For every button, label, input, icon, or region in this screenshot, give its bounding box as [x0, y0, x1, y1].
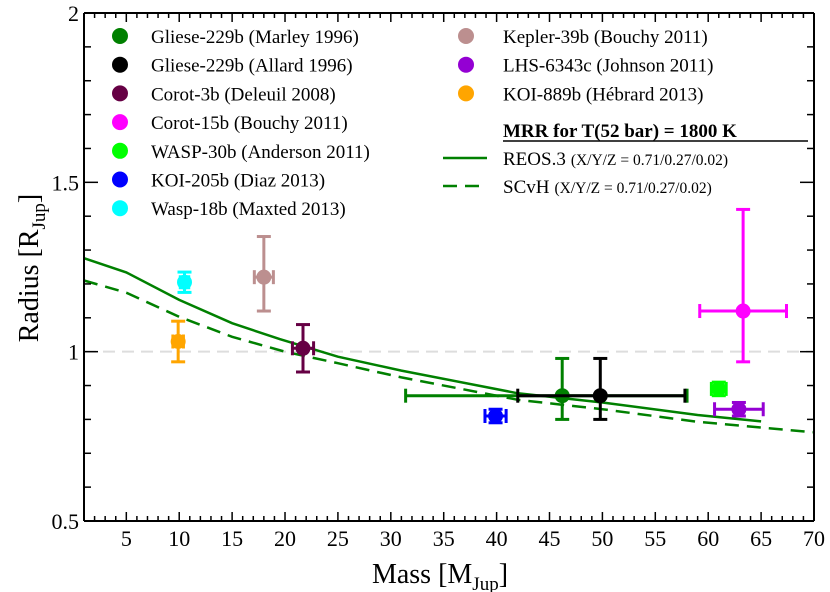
legend-marker: [112, 85, 128, 102]
x-tick-label: 40: [486, 526, 508, 551]
legend-marker: [112, 142, 128, 159]
data-point-3: [698, 207, 788, 364]
legend-marker: [112, 200, 128, 217]
point-marker: [170, 334, 186, 350]
y-axis-label: Radius [RJup]: [14, 194, 50, 343]
legend-marker: [458, 28, 474, 44]
x-tick-label: 50: [591, 526, 613, 551]
legend-marker: [458, 56, 474, 73]
x-tick-label: 30: [380, 526, 402, 551]
x-tick-label: 25: [327, 526, 349, 551]
data-point-7: [252, 235, 275, 313]
x-tick-label: 15: [221, 526, 243, 551]
legend-entry: Wasp-18b (Maxted 2013): [112, 199, 346, 220]
legend: Gliese-229b (Marley 1996) Gliese-229b (Al…: [112, 27, 808, 220]
x-axis-label: Mass [MJup]: [372, 559, 508, 592]
y-tick-label: 1.5: [52, 170, 80, 195]
legend-entry: Kepler-39b (Bouchy 2011): [458, 27, 708, 48]
x-tick-label: 45: [539, 526, 561, 551]
x-tick-label: 20: [274, 526, 296, 551]
legend-marker: [112, 28, 128, 44]
legend-series-name: REOS.3: [503, 149, 566, 170]
point-marker: [711, 381, 727, 397]
legend-label: Corot-3b (Deleuil 2008): [151, 84, 336, 105]
y-tick-label: 1: [68, 340, 79, 365]
legend-entry: KOI-889b (Hébrard 2013): [458, 84, 704, 105]
legend-marker: [112, 114, 128, 131]
x-tick-label: 5: [121, 526, 132, 551]
legend-label: LHS-6343c (Johnson 2011): [503, 56, 713, 77]
point-marker: [177, 274, 193, 290]
point-marker: [295, 340, 311, 356]
legend-label: Wasp-18b (Maxted 2013): [151, 199, 346, 220]
legend-series-name: SCvH: [503, 177, 550, 198]
legend-label: Kepler-39b (Bouchy 2011): [503, 27, 708, 48]
data-point-0: [404, 356, 689, 421]
data-point-2: [290, 323, 316, 374]
legend-marker: [112, 171, 128, 188]
legend-label: Corot-15b (Bouchy 2011): [151, 113, 348, 134]
axes: 5 10 15 20 25 30 35 40 45 50 55 60 65 70 0.5 1 1.5 2: [52, 1, 826, 551]
x-tick-label: 35: [433, 526, 455, 551]
point-marker: [488, 408, 504, 424]
point-marker: [256, 269, 272, 285]
legend-marker: [112, 56, 128, 73]
model-curves: [83, 257, 815, 434]
legend-label: Gliese-229b (Marley 1996): [151, 27, 359, 48]
data-points: [170, 207, 788, 425]
data-point-4: [709, 380, 728, 398]
x-tick-label: 10: [168, 526, 190, 551]
legend-entry: Corot-3b (Deleuil 2008): [112, 84, 336, 105]
legend-entry: LHS-6343c (Johnson 2011): [458, 56, 713, 77]
legend-label: SCvH(X/Y/Z = 0.71/0.27/0.02): [503, 177, 712, 198]
legend-entry: WASP-30b (Anderson 2011): [112, 142, 370, 163]
data-point-8: [713, 400, 765, 418]
legend-entry: REOS.3 (X/Y/Z = 0.71/0.27/0.02): [443, 149, 728, 170]
legend-entry: Corot-15b (Bouchy 2011): [112, 113, 348, 134]
legend-title: MRR for T(52 bar) = 1800 K: [503, 121, 737, 142]
legend-entry: Gliese-229b (Marley 1996): [112, 27, 359, 48]
legend-label: REOS.3 (X/Y/Z = 0.71/0.27/0.02): [503, 149, 728, 170]
legend-entry: KOI-205b (Diaz 2013): [112, 171, 325, 192]
legend-marker: [458, 85, 474, 102]
data-point-5: [483, 407, 508, 425]
x-tick-label: 55: [644, 526, 666, 551]
curve-reos-3: [83, 257, 762, 423]
point-marker: [735, 303, 751, 319]
point-marker: [592, 388, 608, 404]
point-marker: [731, 401, 747, 417]
curve-scvh: [83, 279, 815, 434]
legend-entry: SCvH(X/Y/Z = 0.71/0.27/0.02): [443, 177, 712, 198]
legend-label: Gliese-229b (Allard 1996): [151, 56, 353, 77]
legend-label: KOI-889b (Hébrard 2013): [503, 84, 704, 105]
legend-label: KOI-205b (Diaz 2013): [151, 171, 325, 192]
legend-series-composition: (X/Y/Z = 0.71/0.27/0.02): [571, 152, 728, 169]
x-tick-label: 70: [803, 526, 825, 551]
y-tick-label: 0.5: [52, 509, 80, 534]
legend-label: WASP-30b (Anderson 2011): [151, 142, 370, 163]
x-tick-label: 60: [697, 526, 719, 551]
data-point-1: [516, 356, 687, 421]
legend-entry: Gliese-229b (Allard 1996): [112, 56, 353, 77]
data-point-9: [170, 319, 186, 364]
x-tick-label: 65: [750, 526, 772, 551]
y-tick-label: 2: [68, 1, 79, 26]
legend-series-composition: (X/Y/Z = 0.71/0.27/0.02): [554, 180, 711, 197]
data-point-6: [177, 270, 193, 294]
